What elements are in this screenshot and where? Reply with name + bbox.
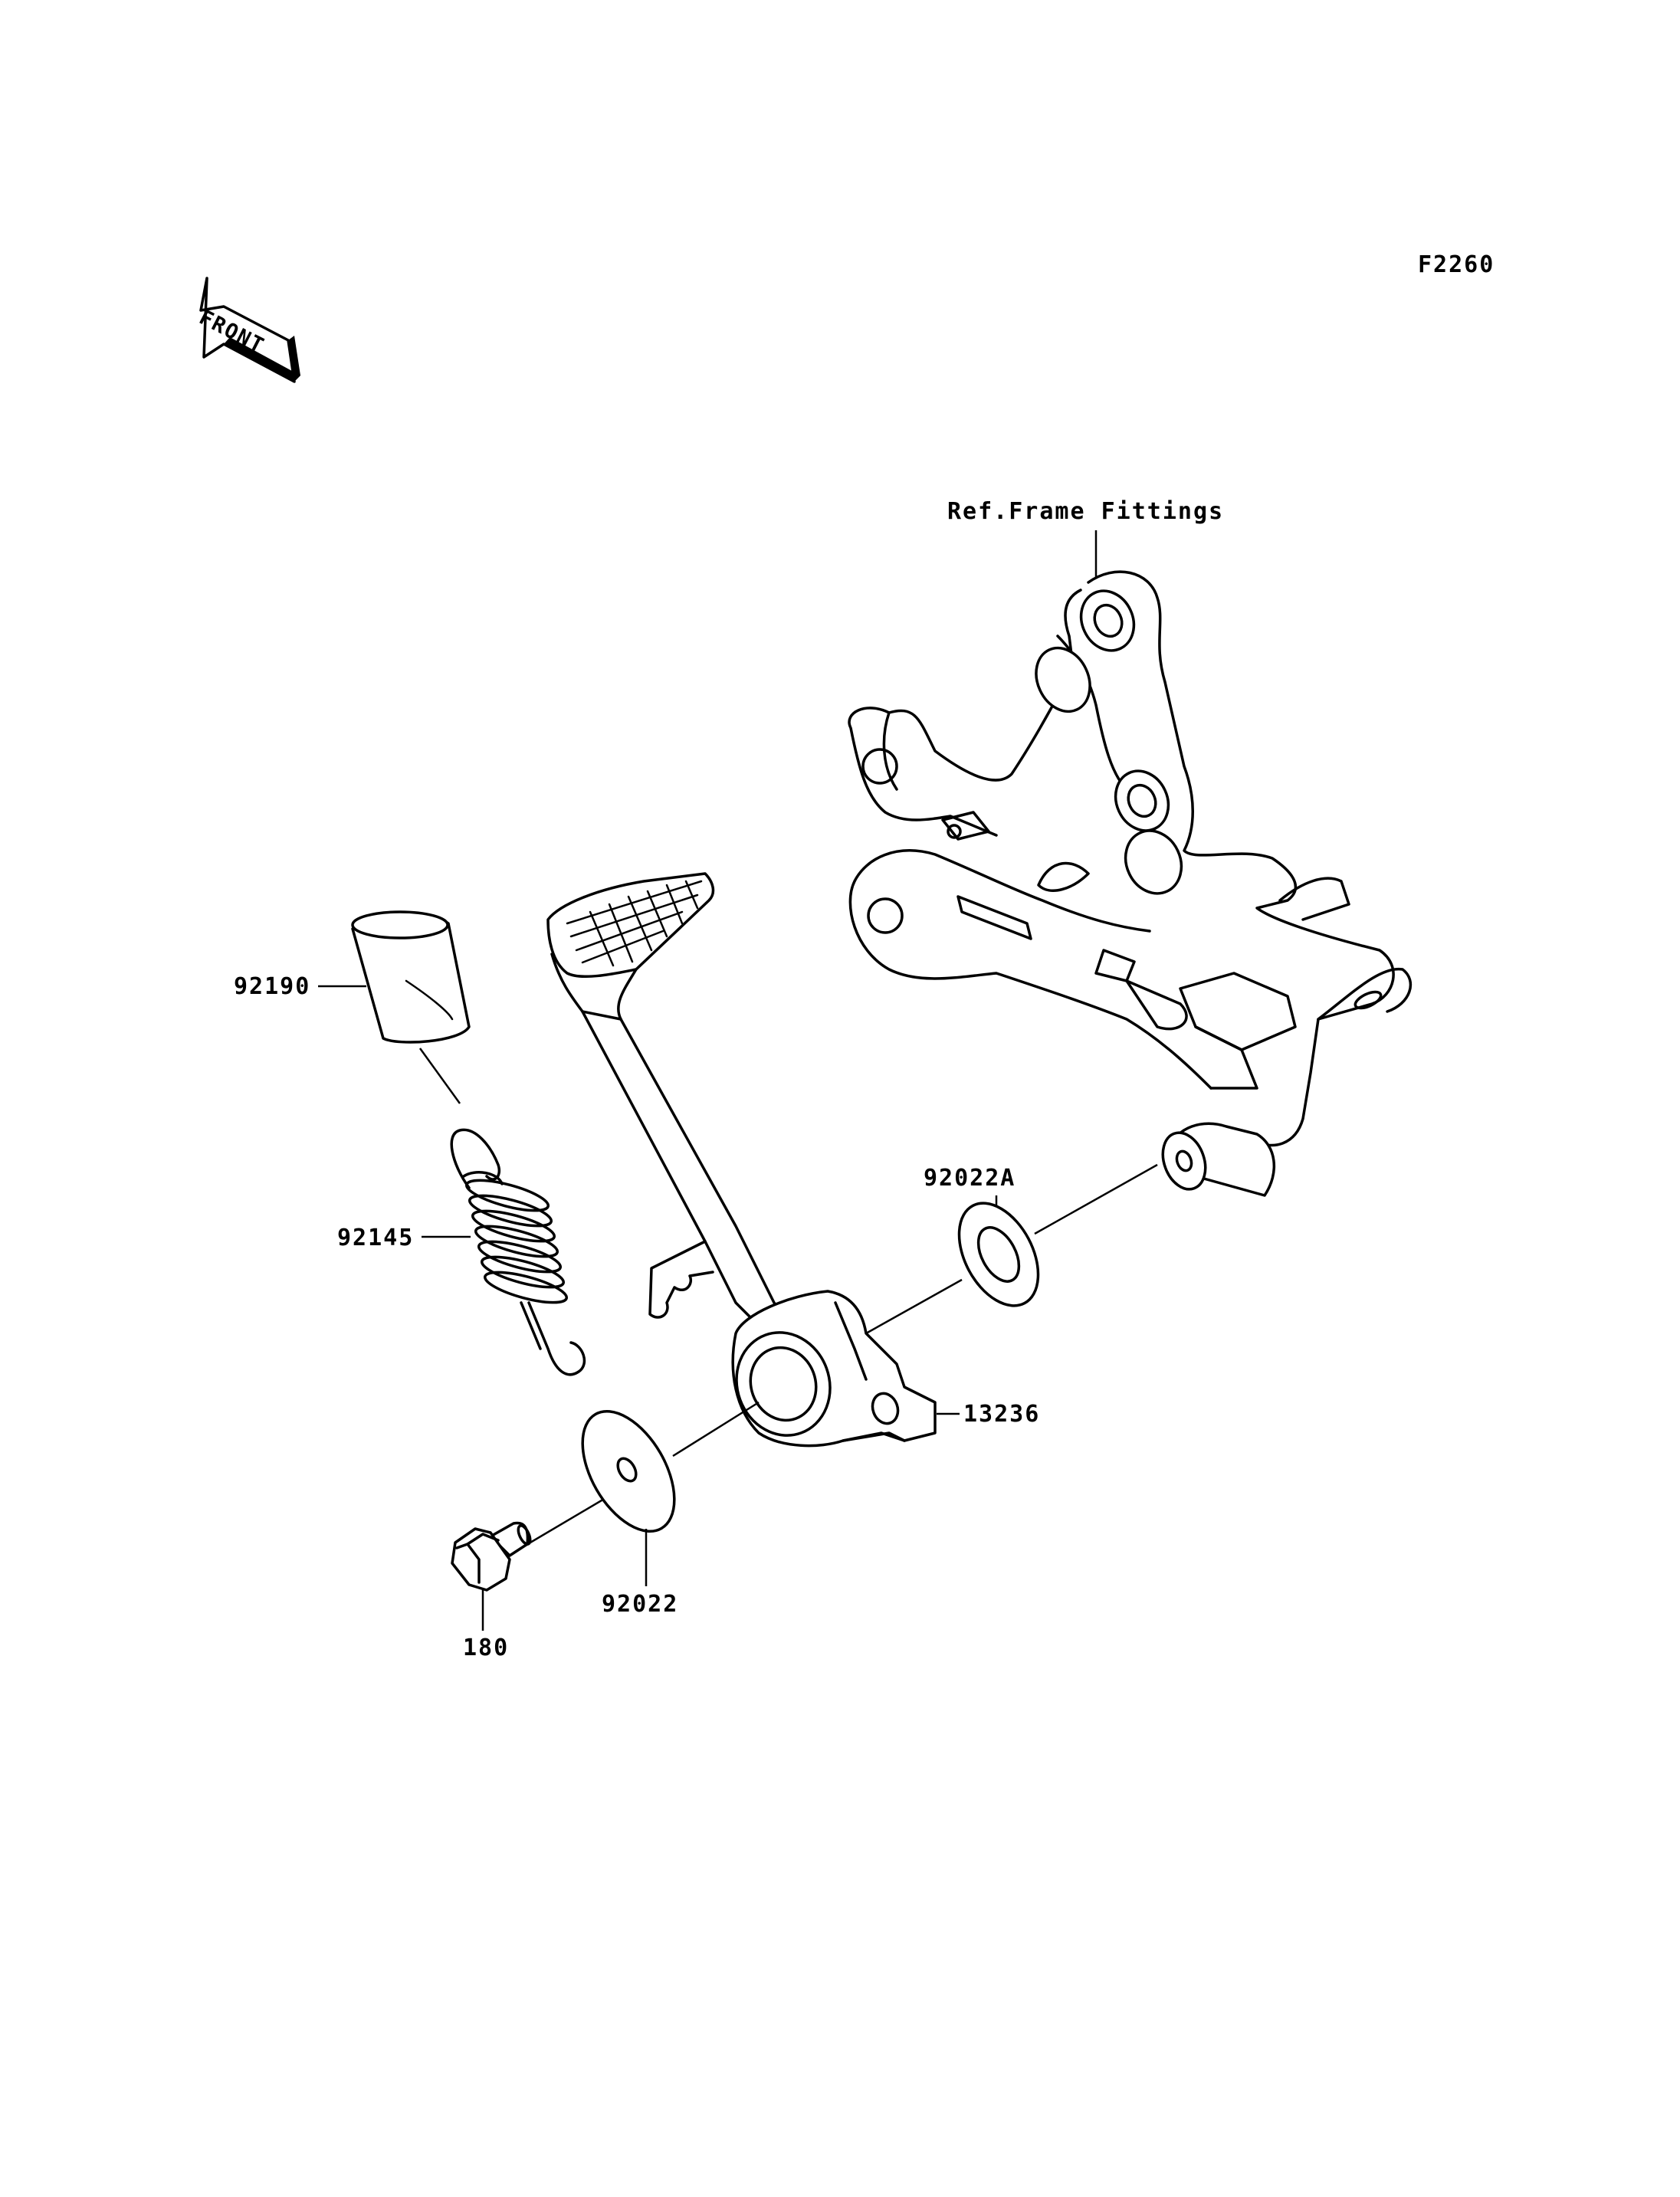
part-label-180: 180 [463, 1635, 509, 1661]
part-label-92145: 92145 [337, 1225, 414, 1251]
front-direction-arrow-icon: FRONT [195, 277, 300, 383]
part-label-92022a: 92022A [924, 1165, 1016, 1192]
washer-92022a [957, 1202, 1040, 1307]
washer-92022 [581, 1410, 676, 1533]
return-spring-92145 [450, 1128, 586, 1376]
pedal-rubber-92190 [351, 910, 471, 1044]
brake-pedal-13236 [546, 872, 937, 1448]
part-label-92022: 92022 [602, 1591, 678, 1618]
part-label-13236: 13236 [963, 1401, 1040, 1428]
figure-code: F2260 [1418, 251, 1495, 278]
reference-note: Ref.Frame Fittings [947, 498, 1224, 525]
part-label-92190: 92190 [234, 973, 310, 1000]
frame-fitting-bracket [848, 570, 1412, 1197]
bolt-180 [451, 1521, 532, 1592]
